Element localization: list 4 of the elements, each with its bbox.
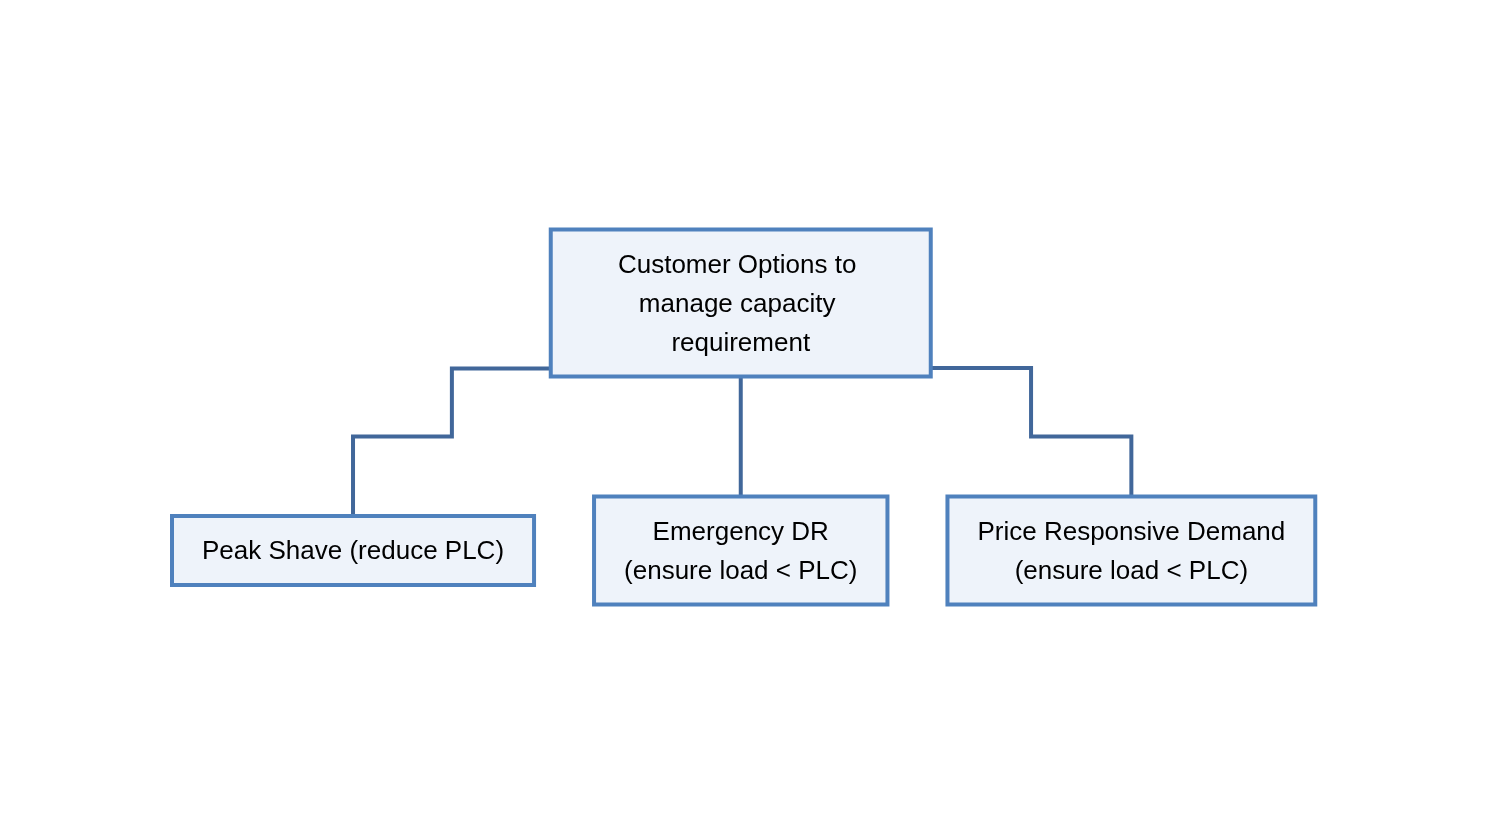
node-box: Customer Options to manage capacity requirement [548, 227, 933, 379]
node-box: Emergency DR (ensure load < PLC) [591, 494, 890, 607]
node-box: Price Responsive Demand (ensure load < PLC) [945, 494, 1318, 607]
node-box: Peak Shave (reduce PLC) [169, 514, 536, 587]
